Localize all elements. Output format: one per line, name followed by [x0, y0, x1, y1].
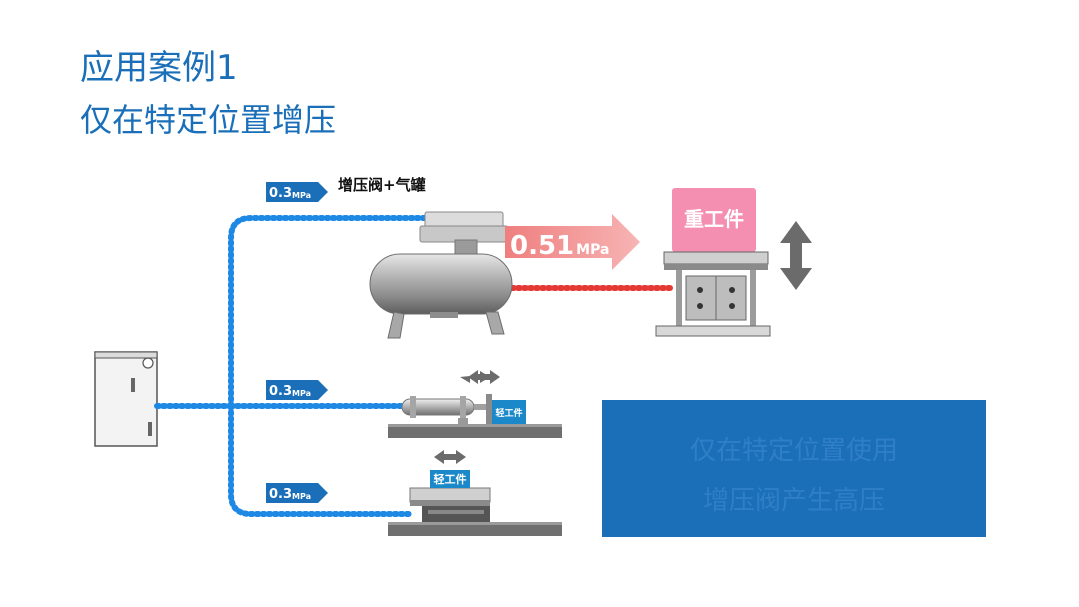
pressure-tag-middle: 0.3MPa — [266, 380, 328, 400]
booster-label: 增压阀+气罐 — [338, 176, 426, 194]
heavy-workpiece-label: 重工件 — [684, 207, 744, 231]
title-line-2: 仅在特定位置增压 — [80, 101, 337, 139]
callout-line-2: 增压阀产生高压 — [702, 486, 885, 516]
svg-text:0.3MPa: 0.3MPa — [269, 487, 311, 502]
callout-line-1: 仅在特定位置使用 — [689, 436, 898, 466]
supply-pipes — [154, 215, 443, 517]
pressure-tag-top: 0.3MPa — [266, 182, 328, 202]
svg-text:0.3MPa: 0.3MPa — [269, 384, 311, 399]
air-compressor — [94, 351, 158, 447]
pressure-tag-bottom: 0.3MPa — [266, 483, 328, 503]
light-workpiece-1-label: 轻工件 — [495, 407, 522, 419]
svg-text:0.3MPa: 0.3MPa — [269, 186, 311, 201]
callout-box: 仅在特定位置使用 增压阀产生高压 — [602, 400, 986, 537]
light-workpiece-2-label: 轻工件 — [434, 472, 467, 486]
light-workpiece-station-2: 轻工件 — [388, 450, 562, 536]
light-workpiece-station-1: 轻工件 — [388, 370, 562, 438]
vertical-motion-arrow — [780, 221, 812, 290]
heavy-workpiece-station: 重工件 — [655, 188, 771, 337]
title-line-1: 应用案例1 — [80, 48, 238, 88]
booster-valve-and-tank — [369, 211, 513, 339]
